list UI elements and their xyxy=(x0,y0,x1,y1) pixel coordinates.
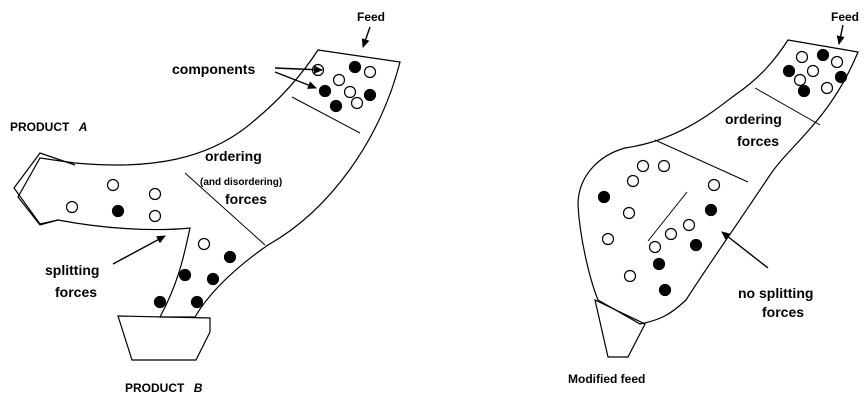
left-filled-dot xyxy=(223,250,237,264)
left-filled-dot xyxy=(206,272,220,286)
left-filled-dot xyxy=(363,88,377,102)
product-b-label: PRODUCT B xyxy=(125,381,203,395)
left-filled-dot xyxy=(178,268,192,282)
left-filled-dot xyxy=(318,84,332,98)
left-channel-outline xyxy=(17,49,401,318)
right-filled-dot xyxy=(782,64,796,78)
disordering-label: (and disordering) xyxy=(200,177,282,188)
right-open-dot xyxy=(820,81,834,95)
right-filled-dot xyxy=(816,48,830,62)
left-filled-dot xyxy=(190,295,204,309)
right-open-dot xyxy=(830,55,844,69)
right-open-dot xyxy=(622,206,636,220)
right-filled-dot xyxy=(658,283,672,297)
left-open-dot xyxy=(350,96,364,110)
left-open-dot xyxy=(148,209,162,223)
right-divider-top xyxy=(754,87,821,126)
left-filled-dot xyxy=(329,99,343,113)
left-filled-dot xyxy=(111,204,125,218)
right-filled-dot xyxy=(689,238,703,252)
product-b-letter: B xyxy=(194,381,203,395)
left-ordering-label: ordering xyxy=(205,148,262,164)
left-forces-label: forces xyxy=(225,191,267,207)
right-filled-dot xyxy=(834,70,848,84)
left-open-dot xyxy=(106,178,120,192)
left-open-dot xyxy=(363,65,377,79)
left-filled-dot xyxy=(348,60,362,74)
right-ordering-label: ordering xyxy=(725,111,782,127)
right-open-dot xyxy=(664,227,678,241)
right-feed-arrow xyxy=(836,24,845,45)
left-open-dot xyxy=(65,200,79,214)
left-open-dot xyxy=(332,73,346,87)
left-open-dot xyxy=(197,237,211,251)
right-diagram: Feed ordering forces no splitting forces… xyxy=(568,10,859,386)
right-open-dot xyxy=(623,269,637,283)
left-feed-arrow xyxy=(361,26,371,48)
product-b-word: PRODUCT xyxy=(125,381,185,395)
product-b-outlet xyxy=(117,315,211,361)
product-a-label: PRODUCT A xyxy=(10,120,87,134)
left-open-dot xyxy=(148,187,162,201)
splitting-label: splitting xyxy=(45,262,99,278)
right-divider-middle xyxy=(654,139,749,183)
right-open-dot xyxy=(795,50,809,64)
left-feed-label: Feed xyxy=(357,10,385,24)
modified-feed-label: Modified feed xyxy=(568,372,645,386)
components-arrow-1 xyxy=(274,65,323,74)
left-divider-top xyxy=(291,96,361,134)
right-channel-outline xyxy=(577,39,859,325)
right-open-dot xyxy=(657,159,671,173)
right-filled-dot xyxy=(597,190,611,204)
product-a-word: PRODUCT xyxy=(10,120,70,134)
right-open-dot xyxy=(601,232,615,246)
left-divider-middle xyxy=(184,172,266,246)
right-diagonal-line xyxy=(647,191,688,242)
no-splitting-label: no splitting xyxy=(738,285,813,301)
right-feed-label: Feed xyxy=(831,10,859,24)
splitting-forces-label: forces xyxy=(55,284,97,300)
components-label: components xyxy=(172,61,255,77)
left-diagram: Feed components ordering (and disorderin… xyxy=(10,10,401,395)
no-splitting-arrow xyxy=(721,231,769,269)
left-open-dot xyxy=(343,85,357,99)
product-a-outlet xyxy=(13,152,76,225)
right-filled-dot xyxy=(797,84,811,98)
right-filled-dot xyxy=(652,257,666,271)
product-a-letter: A xyxy=(78,120,88,134)
right-open-dot xyxy=(806,64,820,78)
modified-feed-outlet xyxy=(594,298,646,358)
right-open-dot xyxy=(648,240,662,254)
right-open-dot xyxy=(793,73,807,87)
left-filled-dot xyxy=(153,295,167,309)
right-forces-label: forces xyxy=(737,133,779,149)
right-filled-dot xyxy=(704,203,718,217)
right-open-dot xyxy=(707,178,721,192)
components-arrow-2 xyxy=(274,71,317,89)
right-open-dot xyxy=(636,159,650,173)
splitting-arrow xyxy=(112,235,166,265)
no-splitting-forces-label: forces xyxy=(762,304,804,320)
right-open-dot xyxy=(626,174,640,188)
right-open-dot xyxy=(682,218,696,232)
